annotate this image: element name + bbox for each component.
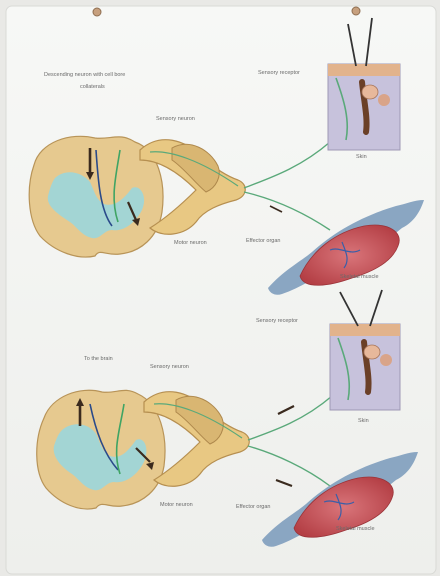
bottom-nerve-to-skin	[247, 395, 333, 441]
label-top-effector-organ: Effector organ	[246, 238, 281, 244]
bottom-neuron-path-green	[115, 403, 125, 475]
label-top-title-line2: collaterals	[80, 84, 105, 90]
label-top-skin: Skin	[356, 154, 367, 160]
top-ganglion	[171, 143, 220, 193]
top-nerve-to-muscle	[243, 191, 331, 231]
label-top-skeletal-muscle: Skeletal muscle	[340, 274, 379, 280]
bottom-arrowhead-2	[146, 462, 154, 470]
top-skin-block	[327, 17, 401, 151]
label-bottom-skeletal-muscle: Skeletal muscle	[336, 526, 375, 532]
label-bottom-motor-neuron: Motor neuron	[160, 502, 193, 508]
label-bottom-effector-organ: Effector organ	[236, 504, 271, 510]
hanging-pin-left	[92, 7, 102, 17]
label-top-motor-neuron: Motor neuron	[174, 240, 207, 246]
bottom-neuron-path-blue	[89, 403, 119, 471]
label-top-sensory-receptor: Sensory receptor	[258, 70, 300, 76]
label-top-sensory-neuron: Sensory neuron	[156, 116, 195, 122]
top-arrowhead-1	[86, 172, 94, 180]
top-sensory-nerve-in-root	[149, 151, 239, 187]
bottom-nerve-to-muscle	[247, 445, 331, 487]
top-grey-matter	[47, 172, 145, 239]
bottom-arrow-up	[277, 405, 295, 415]
bottom-reflex-model	[36, 289, 418, 547]
top-reflex-model	[28, 17, 424, 295]
bottom-skeletal-muscle	[262, 452, 418, 547]
hanging-pin-right	[351, 6, 361, 16]
top-small-arrow	[269, 205, 283, 213]
top-neuron-path-green	[113, 149, 121, 223]
label-bottom-sensory-receptor: Sensory receptor	[256, 318, 298, 324]
bottom-arrowhead-1	[76, 398, 84, 406]
top-nerve-to-skin	[243, 141, 331, 189]
bottom-skin-block	[329, 289, 401, 411]
bottom-ganglion	[175, 395, 224, 445]
bottom-arrow-down	[275, 478, 293, 488]
label-top-title-line1: Descending neuron with cell bore	[44, 72, 126, 78]
top-motor-arrow	[126, 201, 138, 221]
bottom-grey-matter	[53, 424, 147, 491]
top-skeletal-muscle	[268, 200, 424, 295]
bottom-sensory-nerve-in-root	[153, 403, 243, 439]
top-neuron-path-blue	[95, 149, 113, 227]
bottom-motor-arrow	[135, 447, 151, 463]
label-bottom-skin: Skin	[358, 418, 369, 424]
label-bottom-to-the-brain: To the brain	[84, 356, 113, 362]
top-arrowhead-2	[132, 218, 140, 226]
label-bottom-sensory-neuron: Sensory neuron	[150, 364, 189, 370]
